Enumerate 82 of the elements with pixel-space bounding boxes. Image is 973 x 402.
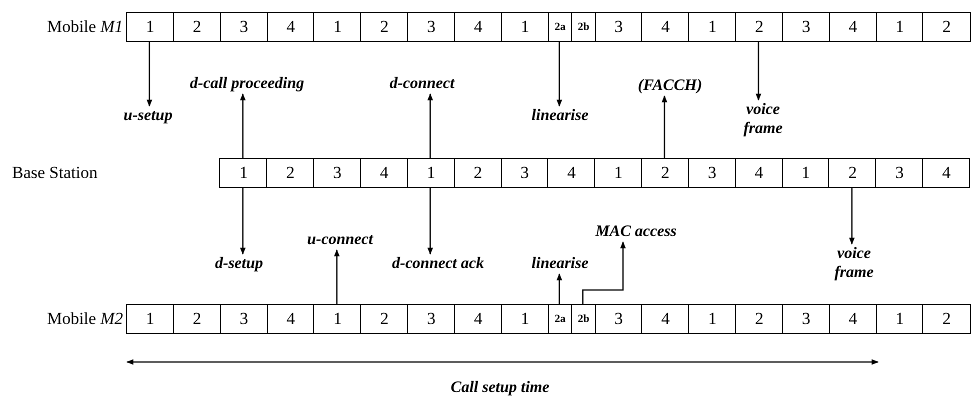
arrow xyxy=(582,241,626,304)
time-slot: 3 xyxy=(782,12,830,42)
time-slot: 1 xyxy=(500,304,550,334)
time-slot: 1 xyxy=(126,12,174,42)
time-slot: 2a xyxy=(548,12,573,42)
time-slot: 4 xyxy=(266,12,315,42)
arrow xyxy=(240,188,246,255)
message-label: u-setup xyxy=(108,106,188,125)
time-slot: 4 xyxy=(641,304,690,334)
time-slot: 2 xyxy=(735,304,784,334)
time-slot: 2 xyxy=(454,158,502,188)
time-slot: 3 xyxy=(220,12,268,42)
message-label: linearise xyxy=(518,254,602,273)
row-label: Base Station xyxy=(12,163,98,183)
time-slot: 4 xyxy=(360,158,408,188)
time-slot: 4 xyxy=(828,12,878,42)
time-slot: 1 xyxy=(406,158,456,188)
message-label: d-connect ack xyxy=(362,254,514,273)
arrow xyxy=(556,42,562,107)
message-label: voice frame xyxy=(731,100,795,138)
time-slot: 4 xyxy=(734,158,784,188)
time-slot: 3 xyxy=(875,158,924,188)
arrow xyxy=(556,273,562,304)
arrow xyxy=(146,42,152,107)
time-slot: 3 xyxy=(407,12,456,42)
arrow xyxy=(849,188,855,245)
time-slot: 1 xyxy=(219,158,268,188)
time-slot: 4 xyxy=(922,158,970,188)
time-slot: 4 xyxy=(454,304,502,334)
time-slot: 1 xyxy=(876,304,924,334)
message-label: d-call proceeding xyxy=(164,74,330,93)
message-label: d-connect xyxy=(376,74,468,93)
arrow xyxy=(756,42,762,101)
time-slot: 3 xyxy=(407,304,456,334)
time-slot: 1 xyxy=(313,12,362,42)
time-slot: 2 xyxy=(266,158,315,188)
time-slot: 2 xyxy=(360,304,409,334)
time-slot: 3 xyxy=(594,12,643,42)
time-slot: 1 xyxy=(126,304,174,334)
arrow xyxy=(427,188,434,255)
message-label: u-connect xyxy=(292,230,388,249)
time-slot: 2 xyxy=(641,158,690,188)
time-slot: 4 xyxy=(828,304,878,334)
time-slot: 3 xyxy=(594,304,643,334)
row-label: Mobile M1 xyxy=(46,17,123,37)
arrow xyxy=(427,93,434,158)
message-label: d-setup xyxy=(202,254,276,273)
time-slot: 4 xyxy=(641,12,690,42)
time-slot: 2 xyxy=(735,12,784,42)
time-slot: 3 xyxy=(313,158,362,188)
time-slot: 2 xyxy=(172,304,222,334)
time-slot: 2 xyxy=(922,304,971,334)
time-slot: 1 xyxy=(876,12,924,42)
message-label: linearise xyxy=(518,106,602,125)
time-slot: 3 xyxy=(688,158,736,188)
time-slot: 4 xyxy=(266,304,315,334)
time-slot: 2 xyxy=(922,12,971,42)
time-slot: 1 xyxy=(782,158,830,188)
message-label: voice frame xyxy=(822,244,886,282)
time-slot: 4 xyxy=(547,158,596,188)
time-slot: 1 xyxy=(594,158,643,188)
time-slot: 1 xyxy=(688,12,737,42)
time-slot: 2 xyxy=(828,158,877,188)
time-slot: 1 xyxy=(500,12,550,42)
time-slot: 3 xyxy=(500,158,549,188)
arrow xyxy=(334,249,340,304)
time-slot: 1 xyxy=(313,304,362,334)
time-slot: 2a xyxy=(548,304,573,334)
time-slot: 3 xyxy=(782,304,830,334)
time-slot: 2 xyxy=(172,12,222,42)
message-label: MAC access xyxy=(573,222,699,241)
message-label: (FACCH) xyxy=(622,76,718,95)
time-slot: 3 xyxy=(220,304,268,334)
arrow xyxy=(240,93,246,158)
row-label: Mobile M2 xyxy=(46,309,123,329)
time-slot: 4 xyxy=(454,12,502,42)
time-slot: 2 xyxy=(360,12,409,42)
arrow xyxy=(662,95,668,158)
time-slot: 1 xyxy=(688,304,737,334)
time-slot: 2b xyxy=(571,304,596,334)
time-slot: 2b xyxy=(571,12,596,42)
caption: Call setup time xyxy=(450,378,550,398)
